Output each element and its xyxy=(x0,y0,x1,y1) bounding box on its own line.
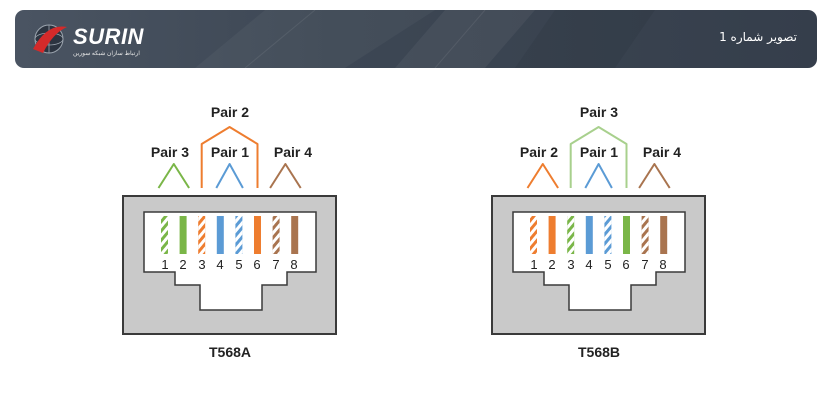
pin-number: 6 xyxy=(622,257,629,272)
wire-pin-6 xyxy=(623,216,630,254)
page-title: تصویر شماره 1 xyxy=(719,30,797,44)
pin-number: 2 xyxy=(179,257,186,272)
pin-number: 2 xyxy=(548,257,555,272)
pair-label-top: Pair 2 xyxy=(211,104,249,120)
surin-logo[interactable]: SURIN ارتباط سازان شبکه سورین xyxy=(29,19,143,61)
wire-pin-8 xyxy=(660,216,668,254)
logo-tagline: ارتباط سازان شبکه سورین xyxy=(73,51,140,57)
pair-label-middle: Pair 1 xyxy=(580,144,618,160)
standard-label: T568B xyxy=(578,344,620,360)
pin-number: 5 xyxy=(604,257,611,272)
wire-pin-stripe xyxy=(272,216,280,254)
pin-number: 8 xyxy=(659,257,666,272)
pin-number: 4 xyxy=(216,257,223,272)
page-header: SURIN ارتباط سازان شبکه سورین تصویر شمار… xyxy=(15,10,817,68)
header-decoration xyxy=(195,10,655,68)
wire-pin-2 xyxy=(179,216,187,254)
pair-line-top xyxy=(200,126,259,188)
pin-number: 6 xyxy=(253,257,260,272)
pin-number-group: 1 2 3 4 5 6 7 8 xyxy=(530,257,666,272)
pair-line-middle xyxy=(215,163,244,189)
pair-label-left: Pair 2 xyxy=(520,144,558,160)
pair-label-right: Pair 4 xyxy=(643,144,681,160)
pin-number: 7 xyxy=(272,257,279,272)
pair-lines xyxy=(526,126,671,189)
connector-t568b: 1 2 3 4 5 6 7 8 Pair 3 Pair 2 Pair 1 Pai… xyxy=(491,104,706,360)
pair-label-right: Pair 4 xyxy=(274,144,312,160)
pin-number: 4 xyxy=(585,257,592,272)
pair-line-middle xyxy=(584,163,613,189)
rj45-wiring-diagram: 1 2 3 4 5 6 7 8 Pair 2 Pair 3 Pair 1 Pai… xyxy=(122,104,706,360)
pin-number: 3 xyxy=(567,257,574,272)
standard-label: T568A xyxy=(209,344,251,360)
wire-pin-stripe xyxy=(161,216,168,254)
wire-pin-stripe xyxy=(567,216,575,254)
pin-number: 7 xyxy=(641,257,648,272)
wire-pin-stripe xyxy=(530,216,537,254)
connector-t568a: 1 2 3 4 5 6 7 8 Pair 2 Pair 3 Pair 1 Pai… xyxy=(122,104,337,360)
pin-number: 1 xyxy=(161,257,168,272)
wire-pin-2 xyxy=(548,216,556,254)
pair-label-left: Pair 3 xyxy=(151,144,189,160)
pin-number: 1 xyxy=(530,257,537,272)
pair-label-top: Pair 3 xyxy=(580,104,618,120)
pair-label-middle: Pair 1 xyxy=(211,144,249,160)
wire-pin-stripe xyxy=(198,216,206,254)
pin-group xyxy=(530,216,668,254)
pair-line-right xyxy=(269,163,302,189)
pin-number: 5 xyxy=(235,257,242,272)
pair-line-left xyxy=(526,163,559,189)
logo-text: SURIN xyxy=(73,24,144,49)
wire-pin-stripe xyxy=(641,216,649,254)
pin-number-group: 1 2 3 4 5 6 7 8 xyxy=(161,257,297,272)
wire-pin-stripe xyxy=(604,216,612,254)
globe-icon xyxy=(33,24,67,54)
wire-pin-4 xyxy=(216,216,224,254)
wire-pin-6 xyxy=(254,216,261,254)
wire-pin-stripe xyxy=(235,216,243,254)
pin-number: 8 xyxy=(290,257,297,272)
wire-pin-4 xyxy=(585,216,593,254)
pair-line-top xyxy=(569,126,628,188)
pin-group xyxy=(161,216,299,254)
pair-line-left xyxy=(157,163,190,189)
pair-line-right xyxy=(638,163,671,189)
pin-number: 3 xyxy=(198,257,205,272)
pair-lines xyxy=(157,126,302,189)
wire-pin-8 xyxy=(291,216,299,254)
